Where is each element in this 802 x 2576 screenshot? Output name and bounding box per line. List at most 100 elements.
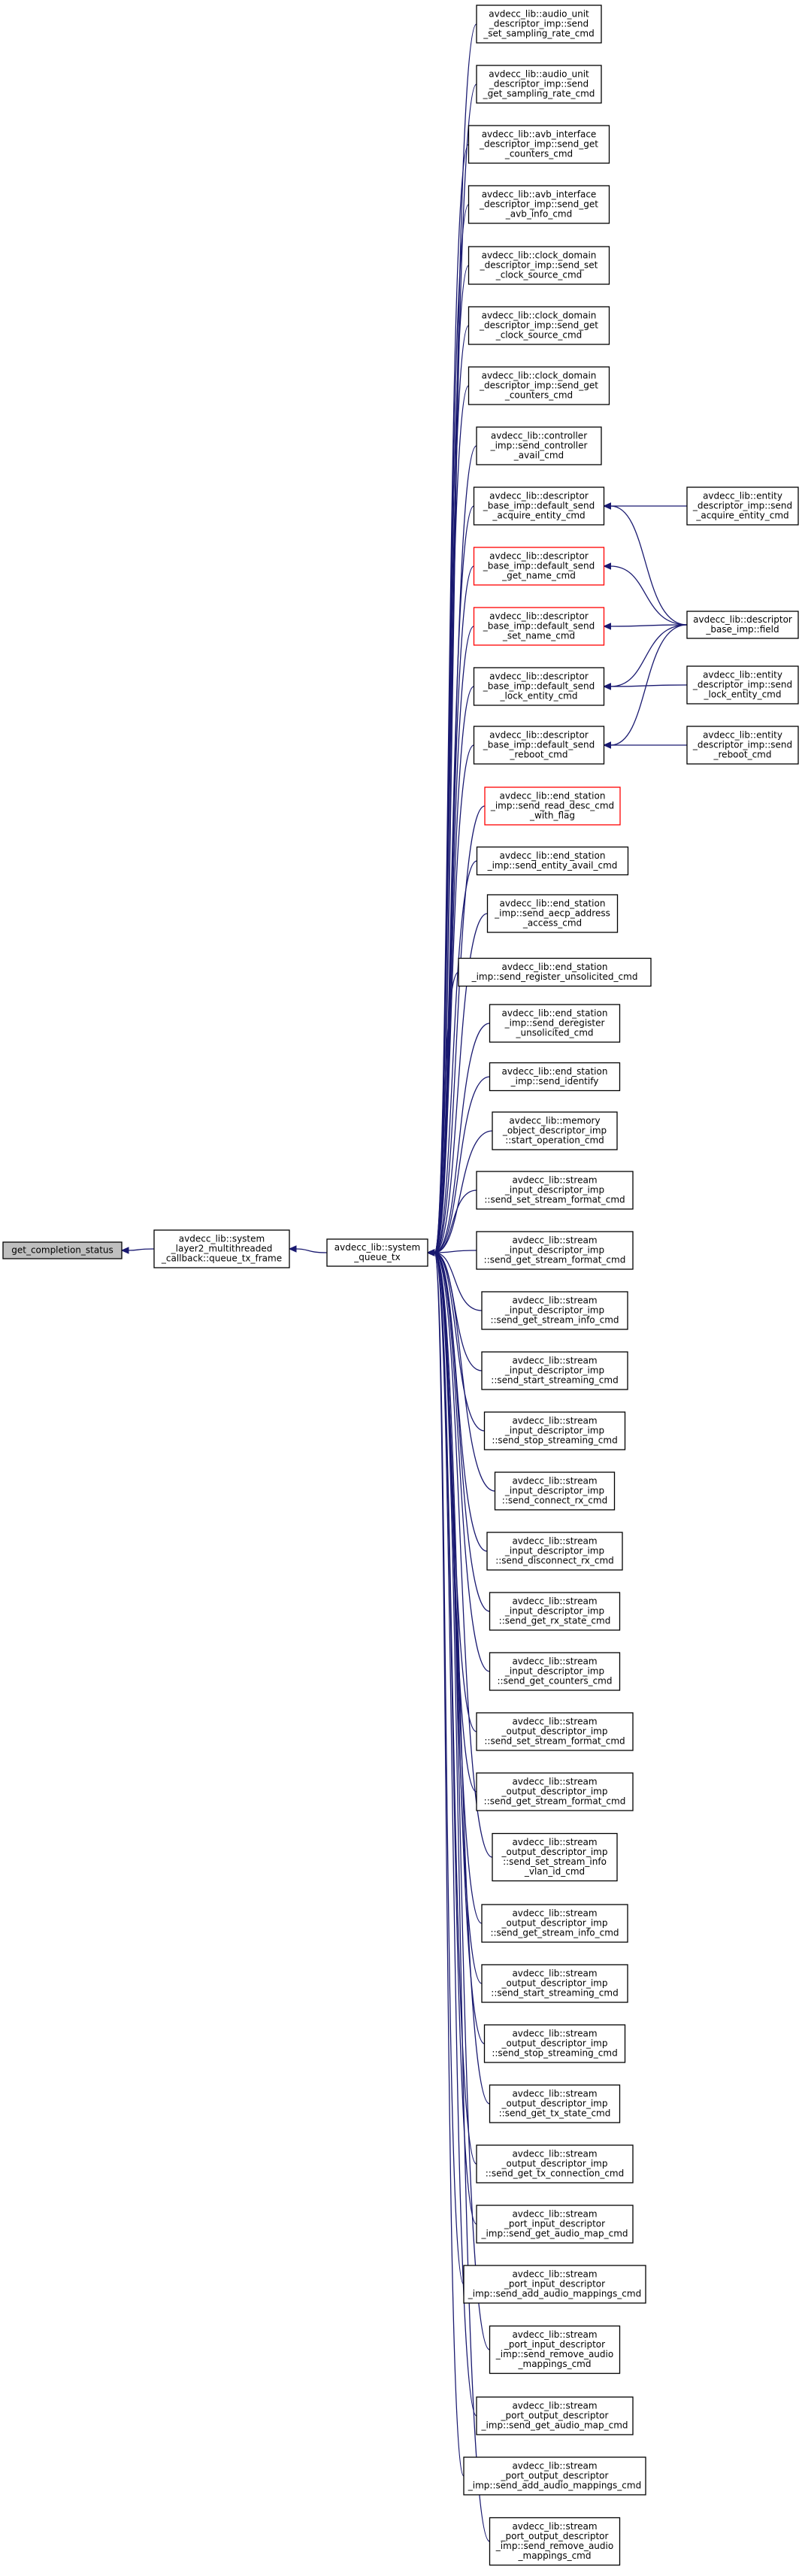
node-c24[interactable]: avdecc_lib::stream_input_descriptor_imp:… [481, 1351, 628, 1390]
node-box[interactable] [492, 1832, 618, 1882]
node-c26[interactable]: avdecc_lib::stream_input_descriptor_imp:… [494, 1471, 616, 1511]
node-box[interactable] [468, 246, 610, 285]
node-c32[interactable]: avdecc_lib::stream_output_descriptor_imp… [492, 1832, 618, 1882]
node-box[interactable] [486, 894, 619, 933]
node-c09[interactable]: avdecc_lib::descriptor_base_imp::default… [473, 486, 605, 526]
node-c10[interactable]: avdecc_lib::descriptor_base_imp::default… [473, 547, 605, 586]
node-c12[interactable]: avdecc_lib::descriptor_base_imp::default… [473, 667, 605, 706]
node-box[interactable] [473, 726, 605, 765]
node-box[interactable] [476, 1712, 634, 1751]
node-c31[interactable]: avdecc_lib::stream_output_descriptor_imp… [476, 1772, 634, 1811]
node-c20[interactable]: avdecc_lib::memory_object_descriptor_imp… [492, 1111, 618, 1150]
node-box[interactable] [476, 2144, 634, 2184]
node-box[interactable] [476, 1171, 634, 1210]
node-c36[interactable]: avdecc_lib::stream_output_descriptor_imp… [489, 2084, 621, 2123]
node-c37[interactable]: avdecc_lib::stream_output_descriptor_imp… [476, 2144, 634, 2184]
node-box[interactable] [489, 1062, 621, 1092]
node-box[interactable] [468, 125, 610, 164]
node-r_reboot[interactable]: avdecc_lib::entity_descriptor_imp::send_… [686, 726, 799, 765]
node-queue_tx[interactable]: avdecc_lib::system_queue_tx [326, 1238, 428, 1267]
node-c21[interactable]: avdecc_lib::stream_input_descriptor_imp:… [476, 1171, 634, 1210]
node-c13[interactable]: avdecc_lib::descriptor_base_imp::default… [473, 726, 605, 765]
node-c27[interactable]: avdecc_lib::stream_input_descriptor_imp:… [486, 1532, 623, 1571]
node-c16[interactable]: avdecc_lib::end_station_imp::send_aecp_a… [486, 894, 619, 933]
node-box[interactable] [463, 2456, 646, 2496]
node-box[interactable] [489, 2084, 621, 2123]
node-box[interactable] [476, 2205, 634, 2244]
node-box[interactable] [473, 547, 605, 586]
node-box[interactable] [483, 2024, 626, 2063]
node-box[interactable] [686, 726, 799, 765]
node-box[interactable] [494, 1471, 616, 1511]
node-c15[interactable]: avdecc_lib::end_station_imp::send_entity… [476, 846, 629, 876]
node-box[interactable] [153, 1229, 290, 1268]
node-c23[interactable]: avdecc_lib::stream_input_descriptor_imp:… [481, 1291, 628, 1330]
node-box[interactable] [489, 1652, 621, 1691]
node-c02[interactable]: avdecc_lib::audio_unit_descriptor_imp::s… [476, 65, 602, 104]
node-queue_tx_frame[interactable]: avdecc_lib::system_layer2_multithreaded_… [153, 1229, 290, 1268]
node-c40[interactable]: avdecc_lib::stream_port_input_descriptor… [489, 2325, 621, 2374]
node-c41[interactable]: avdecc_lib::stream_port_output_descripto… [476, 2396, 634, 2435]
node-c25[interactable]: avdecc_lib::stream_input_descriptor_imp:… [483, 1411, 626, 1450]
node-c28[interactable]: avdecc_lib::stream_input_descriptor_imp:… [489, 1592, 621, 1631]
node-box[interactable] [492, 1111, 618, 1150]
node-c43[interactable]: avdecc_lib::stream_port_output_descripto… [489, 2517, 621, 2566]
node-c30[interactable]: avdecc_lib::stream_output_descriptor_imp… [476, 1712, 634, 1751]
node-c07[interactable]: avdecc_lib::clock_domain_descriptor_imp:… [468, 366, 610, 405]
node-box[interactable] [489, 1004, 621, 1043]
node-c19[interactable]: avdecc_lib::end_station_imp::send_identi… [489, 1062, 621, 1092]
node-box[interactable] [468, 366, 610, 405]
node-box[interactable] [481, 1291, 628, 1330]
node-c06[interactable]: avdecc_lib::clock_domain_descriptor_imp:… [468, 306, 610, 345]
node-box[interactable] [473, 486, 605, 526]
node-box[interactable] [489, 2325, 621, 2374]
node-box[interactable] [489, 1592, 621, 1631]
node-box[interactable] [2, 1241, 123, 1259]
node-box[interactable] [686, 665, 799, 705]
node-c03[interactable]: avdecc_lib::avb_interface_descriptor_imp… [468, 125, 610, 164]
node-c08[interactable]: avdecc_lib::controller_imp::send_control… [476, 426, 602, 465]
node-r_lock[interactable]: avdecc_lib::entity_descriptor_imp::send_… [686, 665, 799, 705]
node-box[interactable] [473, 667, 605, 706]
node-box[interactable] [481, 1351, 628, 1390]
node-box[interactable] [476, 1772, 634, 1811]
node-box[interactable] [476, 426, 602, 465]
node-c01[interactable]: avdecc_lib::audio_unit_descriptor_imp::s… [476, 5, 602, 44]
node-r_field[interactable]: avdecc_lib::descriptor_base_imp::field [686, 611, 799, 639]
node-box[interactable] [686, 611, 799, 639]
node-box[interactable] [476, 846, 629, 876]
node-c05[interactable]: avdecc_lib::clock_domain_descriptor_imp:… [468, 246, 610, 285]
node-root[interactable]: get_completion_status [2, 1241, 123, 1259]
node-box[interactable] [463, 2265, 646, 2304]
node-c11[interactable]: avdecc_lib::descriptor_base_imp::default… [473, 607, 605, 646]
node-box[interactable] [486, 1532, 623, 1571]
node-c35[interactable]: avdecc_lib::stream_output_descriptor_imp… [483, 2024, 626, 2063]
node-box[interactable] [476, 65, 602, 104]
node-c42[interactable]: avdecc_lib::stream_port_output_descripto… [463, 2456, 646, 2496]
node-box[interactable] [483, 1411, 626, 1450]
node-c33[interactable]: avdecc_lib::stream_output_descriptor_imp… [481, 1904, 628, 1943]
node-c29[interactable]: avdecc_lib::stream_input_descriptor_imp:… [489, 1652, 621, 1691]
node-c22[interactable]: avdecc_lib::stream_input_descriptor_imp:… [476, 1231, 634, 1270]
node-box[interactable] [476, 1231, 634, 1270]
node-r_acquire[interactable]: avdecc_lib::entity_descriptor_imp::send_… [686, 486, 799, 526]
node-c38[interactable]: avdecc_lib::stream_port_input_descriptor… [476, 2205, 634, 2244]
node-c17[interactable]: avdecc_lib::end_station_imp::send_regist… [458, 957, 652, 987]
node-c04[interactable]: avdecc_lib::avb_interface_descriptor_imp… [468, 185, 610, 224]
node-box[interactable] [686, 486, 799, 526]
node-box[interactable] [326, 1238, 428, 1267]
node-box[interactable] [468, 185, 610, 224]
node-box[interactable] [484, 786, 621, 826]
node-c39[interactable]: avdecc_lib::stream_port_input_descriptor… [463, 2265, 646, 2304]
node-box[interactable] [473, 607, 605, 646]
node-box[interactable] [489, 2517, 621, 2566]
node-box[interactable] [458, 957, 652, 987]
node-c18[interactable]: avdecc_lib::end_station_imp::send_deregi… [489, 1004, 621, 1043]
node-c34[interactable]: avdecc_lib::stream_output_descriptor_imp… [481, 1964, 628, 2003]
node-box[interactable] [476, 2396, 634, 2435]
node-box[interactable] [476, 5, 602, 44]
node-c14[interactable]: avdecc_lib::end_station_imp::send_read_d… [484, 786, 621, 826]
node-box[interactable] [468, 306, 610, 345]
node-box[interactable] [481, 1904, 628, 1943]
node-box[interactable] [481, 1964, 628, 2003]
